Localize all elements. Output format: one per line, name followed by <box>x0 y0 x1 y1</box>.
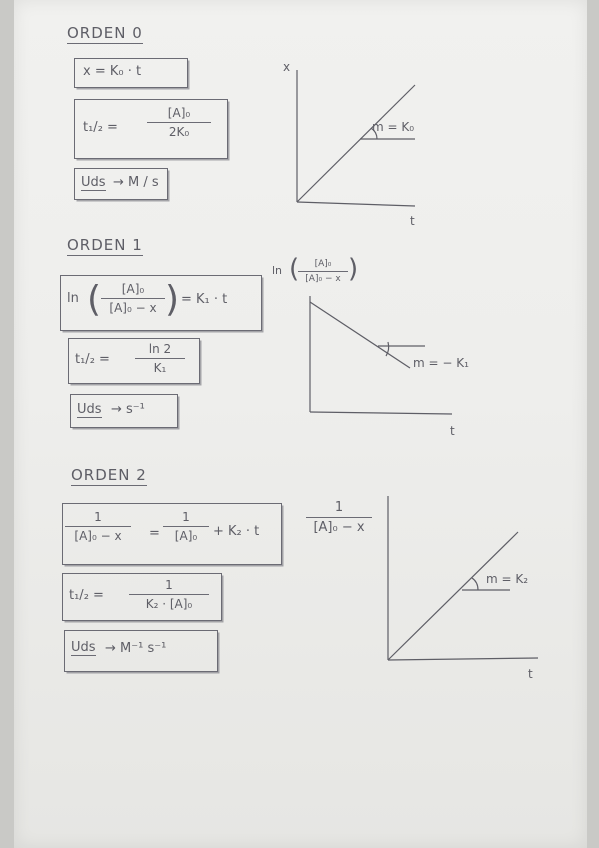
orden2-rhs-den: [A]₀ <box>174 529 198 543</box>
orden2-rhs-tail: + K₂ · t <box>213 524 260 539</box>
orden0-rate-box: x = K₀ · t <box>74 58 188 88</box>
orden2-rhs-fraction: 1 [A]₀ <box>163 510 209 543</box>
orden1-x-axis <box>309 411 453 415</box>
orden2-y-fraction: 1 [A]₀ − x <box>306 500 372 535</box>
orden2-halflife-fraction: 1 K₂ · [A]₀ <box>129 578 209 611</box>
left-paren: ( <box>87 279 102 320</box>
fraction-bar <box>298 271 348 272</box>
orden0-data-line <box>296 84 416 203</box>
orden0-halflife-num: [A]₀ <box>167 106 191 120</box>
orden1-y-num: [A]₀ <box>314 259 332 269</box>
orden2-units-box: Uds → M⁻¹ s⁻¹ <box>64 630 218 672</box>
orden2-slope-arc <box>471 577 479 591</box>
graph-right-paren: ) <box>348 254 359 284</box>
orden2-graph <box>387 496 539 661</box>
orden2-lhs-fraction: 1 [A]₀ − x <box>65 510 131 543</box>
orden1-rate-rhs: = K₁ · t <box>181 292 228 307</box>
orden0-slope-label: m = K₀ <box>372 120 415 134</box>
orden2-lhs-den: [A]₀ − x <box>74 529 122 543</box>
orden2-data-line <box>387 531 519 661</box>
orden1-slope-arc <box>385 341 390 357</box>
fraction-bar <box>147 122 211 123</box>
orden1-halflife-den: K₁ <box>153 361 167 375</box>
orden2-x-label: t <box>528 667 533 681</box>
fraction-bar <box>306 517 372 518</box>
orden1-y-fraction: [A]₀ [A]₀ − x <box>298 259 348 284</box>
orden2-x-axis <box>387 657 539 661</box>
orden0-halflife-box: t₁/₂ = [A]₀ 2K₀ <box>74 99 228 159</box>
orden2-halflife-den: K₂ · [A]₀ <box>145 597 193 611</box>
orden1-units-box: Uds → s⁻¹ <box>70 394 178 428</box>
orden1-y-prefix: ln <box>272 264 283 277</box>
orden2-y-den: [A]₀ − x <box>313 520 365 535</box>
fraction-bar <box>129 594 209 595</box>
orden1-halflife-fraction: ln 2 K₁ <box>135 342 185 375</box>
orden1-rate-den: [A]₀ − x <box>109 301 157 315</box>
orden0-halflife-fraction: [A]₀ 2K₀ <box>147 106 211 139</box>
orden2-rate-box: 1 [A]₀ − x = 1 [A]₀ + K₂ · t <box>62 503 282 565</box>
orden1-rate-fraction: [A]₀ [A]₀ − x <box>101 282 165 315</box>
orden2-lhs-num: 1 <box>94 510 102 524</box>
orden2-halflife-num: 1 <box>165 578 173 592</box>
orden2-halflife-box: t₁/₂ = 1 K₂ · [A]₀ <box>62 573 222 621</box>
orden2-halflife-lhs: t₁/₂ = <box>69 588 104 603</box>
orden2-equals: = <box>149 526 160 541</box>
right-paren: ) <box>165 279 180 320</box>
orden2-y-num: 1 <box>334 500 344 515</box>
orden2-slope-label: m = K₂ <box>486 572 529 586</box>
orden0-y-label: x <box>283 60 291 74</box>
orden0-x-label: t <box>410 214 415 228</box>
orden0-rate-equation: x = K₀ · t <box>83 64 142 79</box>
orden1-title: ORDEN 1 <box>67 236 143 256</box>
orden1-y-den: [A]₀ − x <box>305 274 341 284</box>
orden1-units-value: → s⁻¹ <box>111 402 145 417</box>
orden2-title: ORDEN 2 <box>71 466 147 486</box>
orden0-x-axis <box>296 201 416 207</box>
orden1-x-label: t <box>450 424 455 438</box>
orden1-graph <box>309 296 453 415</box>
orden0-graph <box>296 70 416 207</box>
orden1-units-label: Uds <box>77 402 102 418</box>
orden0-title: ORDEN 0 <box>67 24 143 44</box>
orden2-units-value: → M⁻¹ s⁻¹ <box>105 641 167 656</box>
orden1-rate-box: ln ( [A]₀ [A]₀ − x ) = K₁ · t <box>60 275 262 331</box>
orden1-data-line <box>309 301 411 369</box>
graph-left-paren: ( <box>289 254 300 284</box>
orden1-halflife-num: ln 2 <box>148 342 172 356</box>
orden1-slope-label: m = − K₁ <box>413 356 469 370</box>
orden1-halflife-lhs: t₁/₂ = <box>75 352 110 367</box>
fraction-bar <box>101 298 165 299</box>
orden0-halflife-lhs: t₁/₂ = <box>83 120 118 135</box>
orden1-halflife-box: t₁/₂ = ln 2 K₁ <box>68 338 200 384</box>
fraction-bar <box>163 526 209 527</box>
fraction-bar <box>65 526 131 527</box>
orden2-rhs-num: 1 <box>182 510 190 524</box>
fraction-bar <box>135 358 185 359</box>
orden0-units-value: → M / s <box>113 175 159 190</box>
orden1-rate-num: [A]₀ <box>121 282 145 296</box>
orden1-rate-prefix: ln <box>67 291 79 306</box>
orden0-slope-arc <box>370 127 378 140</box>
orden0-halflife-den: 2K₀ <box>168 125 190 139</box>
orden0-units-label: Uds <box>81 175 106 191</box>
notebook-page <box>14 0 587 848</box>
orden2-units-label: Uds <box>71 640 96 656</box>
orden0-units-box: Uds → M / s <box>74 168 168 200</box>
